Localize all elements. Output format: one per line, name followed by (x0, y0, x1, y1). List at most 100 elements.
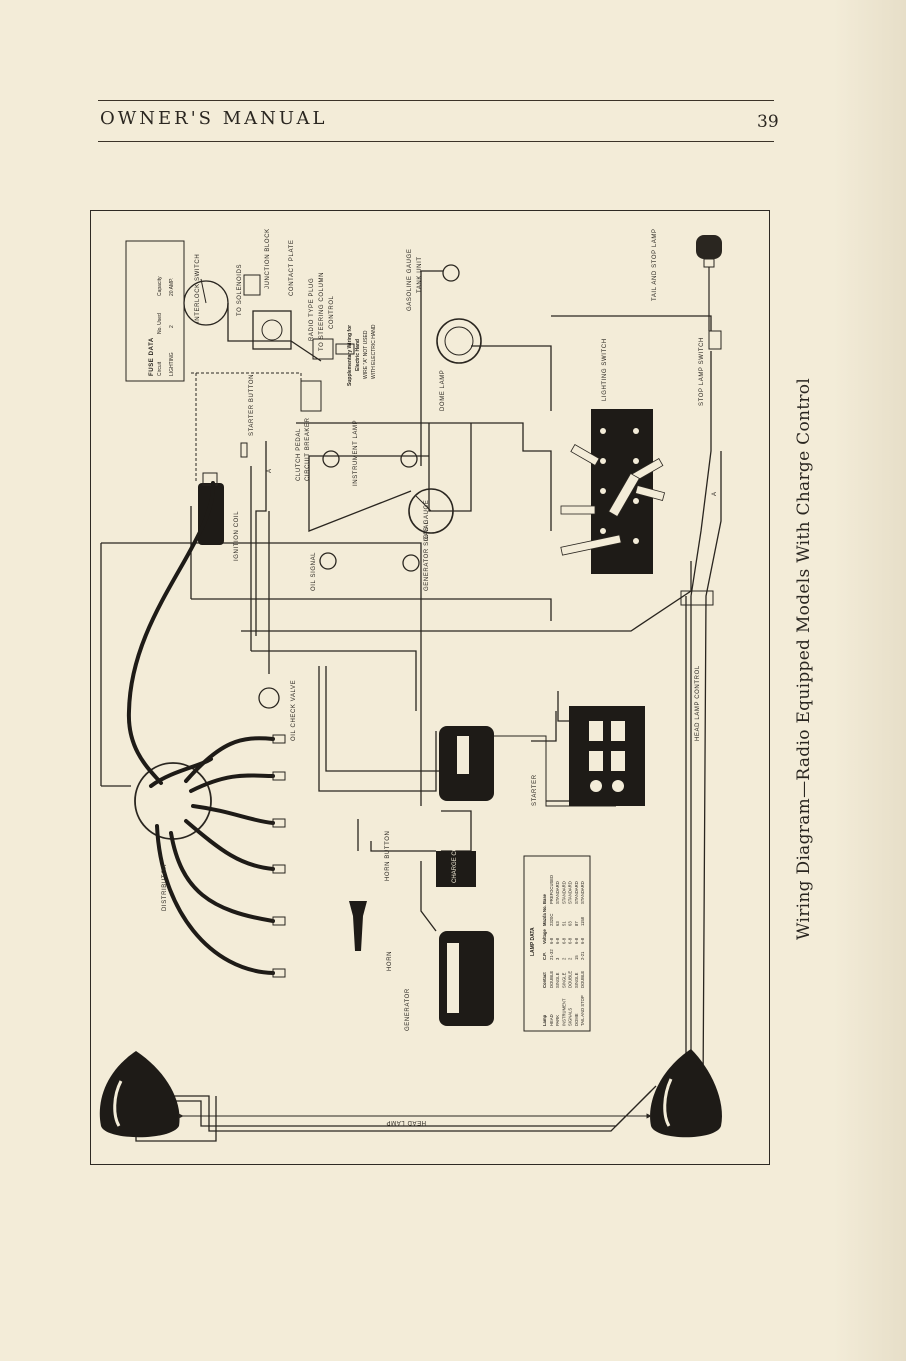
lamp-data-cell: 51 (561, 921, 566, 926)
wire-a-left-label: A (267, 468, 273, 473)
to-steering-column-label: TO STEERING COLUMN (319, 272, 325, 351)
horn-icon (349, 901, 367, 951)
wire (318, 666, 486, 792)
lamp-data-cell: 6-8 (549, 937, 554, 944)
generator-signal-label: GENERATOR SIGNAL (424, 520, 430, 591)
tank-unit-label: TANK UNIT (417, 256, 423, 293)
wire (690, 351, 712, 597)
lamp-data-title: LAMP DATA (530, 927, 536, 956)
lamp-data-cell: STANDARD (561, 881, 566, 904)
lamp-data-header: Lamp (542, 1014, 547, 1026)
lamp-data-cell: 15 (574, 955, 579, 960)
lamp-data-table (523, 855, 591, 1032)
lamp-data-cell: 2-21 (580, 951, 585, 960)
wire (146, 1085, 657, 1127)
oil-signal-label: OIL SIGNAL (311, 552, 317, 591)
wire (296, 422, 552, 531)
wire (420, 270, 443, 466)
starter-label: STARTER (532, 774, 538, 806)
lamp-data-header: Base (542, 893, 547, 904)
contact-plate-label: CONTACT PLATE (289, 240, 295, 296)
interlock-switch-label: INTERLOCK SWITCH (195, 254, 201, 323)
oil-check-valve-label: OIL CHECK VALVE (291, 680, 297, 741)
lamp-data-cell: DOME (574, 1013, 579, 1026)
ignition-coil-label: IGNITION COIL (234, 511, 240, 561)
junction-block-icon (243, 274, 261, 296)
lamp-data-cell: 21-32 (549, 949, 554, 960)
lamp-data-cell: DOUBLE (549, 971, 554, 988)
tail-and-stop-lamp-label: TAIL AND STOP LAMP (652, 228, 658, 301)
starter-switch-icon (569, 706, 645, 806)
head-lamp-left-icon (99, 1051, 180, 1138)
contact-plate-icon (252, 310, 292, 350)
dome-lamp-label: DOME LAMP (440, 370, 446, 411)
lamp-data-cell: 6-8 (580, 937, 585, 944)
radio-plug-icon (312, 338, 334, 360)
starter-button-label: STARTER BUTTON (249, 374, 255, 436)
horn-label: HORN (387, 951, 393, 971)
gas-gauge-icon (408, 488, 454, 534)
lamp-data-cell: INSTRUMENT (561, 998, 566, 1026)
wire (551, 315, 712, 331)
with-electric-hand-label: WITH ELECTRIC HAND (371, 324, 377, 379)
fuse-row-capacity: 20 AMP. (169, 278, 175, 296)
wire (675, 596, 692, 1112)
fuse-col-capacity: Capacity (157, 276, 163, 296)
figure-caption: Wiring Diagram—Radio Equipped Models Wit… (794, 377, 814, 940)
fuse-data-title: FUSE DATA (149, 337, 155, 376)
lighting-switch-label: LIGHTING SWITCH (602, 338, 608, 401)
lamp-data-cell: 63 (555, 921, 560, 926)
stop-lamp-switch-label: STOP LAMP SWITCH (699, 337, 705, 406)
lamp-data-cell: 3 (555, 957, 560, 960)
circuit-breaker-label: CIRCUIT BREAKER (305, 417, 311, 481)
lamp-data-cell: 1158 (580, 916, 585, 926)
junction-block-label: JUNCTION BLOCK (265, 228, 271, 289)
lamp-data-cell: 6-8 (561, 937, 566, 944)
clutch-pedal-label: CLUTCH PEDAL (296, 428, 302, 481)
control-label: CONTROL (329, 295, 335, 329)
wire (250, 466, 417, 711)
lamp-data-header: C.P. (542, 952, 547, 960)
fuse-col-used: No. Used (157, 313, 163, 334)
oil-check-valve-icon (258, 687, 280, 709)
lamp-data-cell: STANDARD (568, 881, 573, 904)
lamp-data-cell: 2 (561, 957, 566, 960)
fuse-data-table (125, 240, 185, 382)
wire (190, 506, 552, 621)
wire (370, 841, 437, 932)
head-lamp-right-icon (650, 1049, 722, 1138)
lamp-data-cell: SINGLE (561, 972, 566, 988)
supplementary-wiring-label: Supplementary Wiring for (347, 325, 353, 386)
lamp-data-cell: SIGNALS (568, 1008, 573, 1026)
wiring-diagram: FUSE DATA Circuit No. Used Capacity LIGH… (99, 228, 722, 1142)
header-rule-top (98, 100, 774, 101)
lamp-data-header: Voltage (542, 929, 547, 944)
lamp-data-header: Mazda No. (542, 905, 547, 926)
horn-button-label: HORN BUTTON (385, 831, 391, 882)
to-solenoids-label: TO SOLENOIDS (237, 264, 243, 316)
fuse-row-circuit: LIGHTING (169, 352, 175, 376)
circuit-breaker-icon (300, 380, 322, 412)
electric-hand-label: Electric Hand (355, 339, 361, 371)
wire-a-not-used-label: WIRE "A" NOT USED (363, 330, 369, 379)
page-number: 39 (757, 112, 779, 132)
page-header-title: OWNER'S MANUAL (100, 108, 328, 129)
wire-a-right-label: A (712, 491, 718, 496)
lamp-data-cell: 6-8 (574, 937, 579, 944)
wire (471, 345, 552, 411)
ignition-coil-icon (198, 483, 224, 545)
charge-control-label: CHARGE CONTROL (452, 826, 458, 883)
wire (686, 451, 722, 1117)
lamp-data-cell: SINGLE (555, 972, 560, 988)
lamp-data-cell: SINGLE (574, 972, 579, 988)
oil-signal-icon (319, 552, 337, 570)
distributor-label: DISTRIBUTOR (162, 864, 168, 911)
tank-unit-icon (442, 264, 460, 282)
lamp-data-cell: PARK (555, 1015, 560, 1026)
lamp-data-cell: 6-8 (568, 937, 573, 944)
gasoline-gauge-label: GASOLINE GAUGE (407, 249, 413, 311)
lamp-data-cell: 87 (574, 921, 579, 926)
fuse-row-used: 2 (169, 325, 175, 328)
wiring-diagram-frame: FUSE DATA Circuit No. Used Capacity LIGH… (90, 210, 770, 1165)
head-lamp-control-icon (680, 590, 714, 606)
